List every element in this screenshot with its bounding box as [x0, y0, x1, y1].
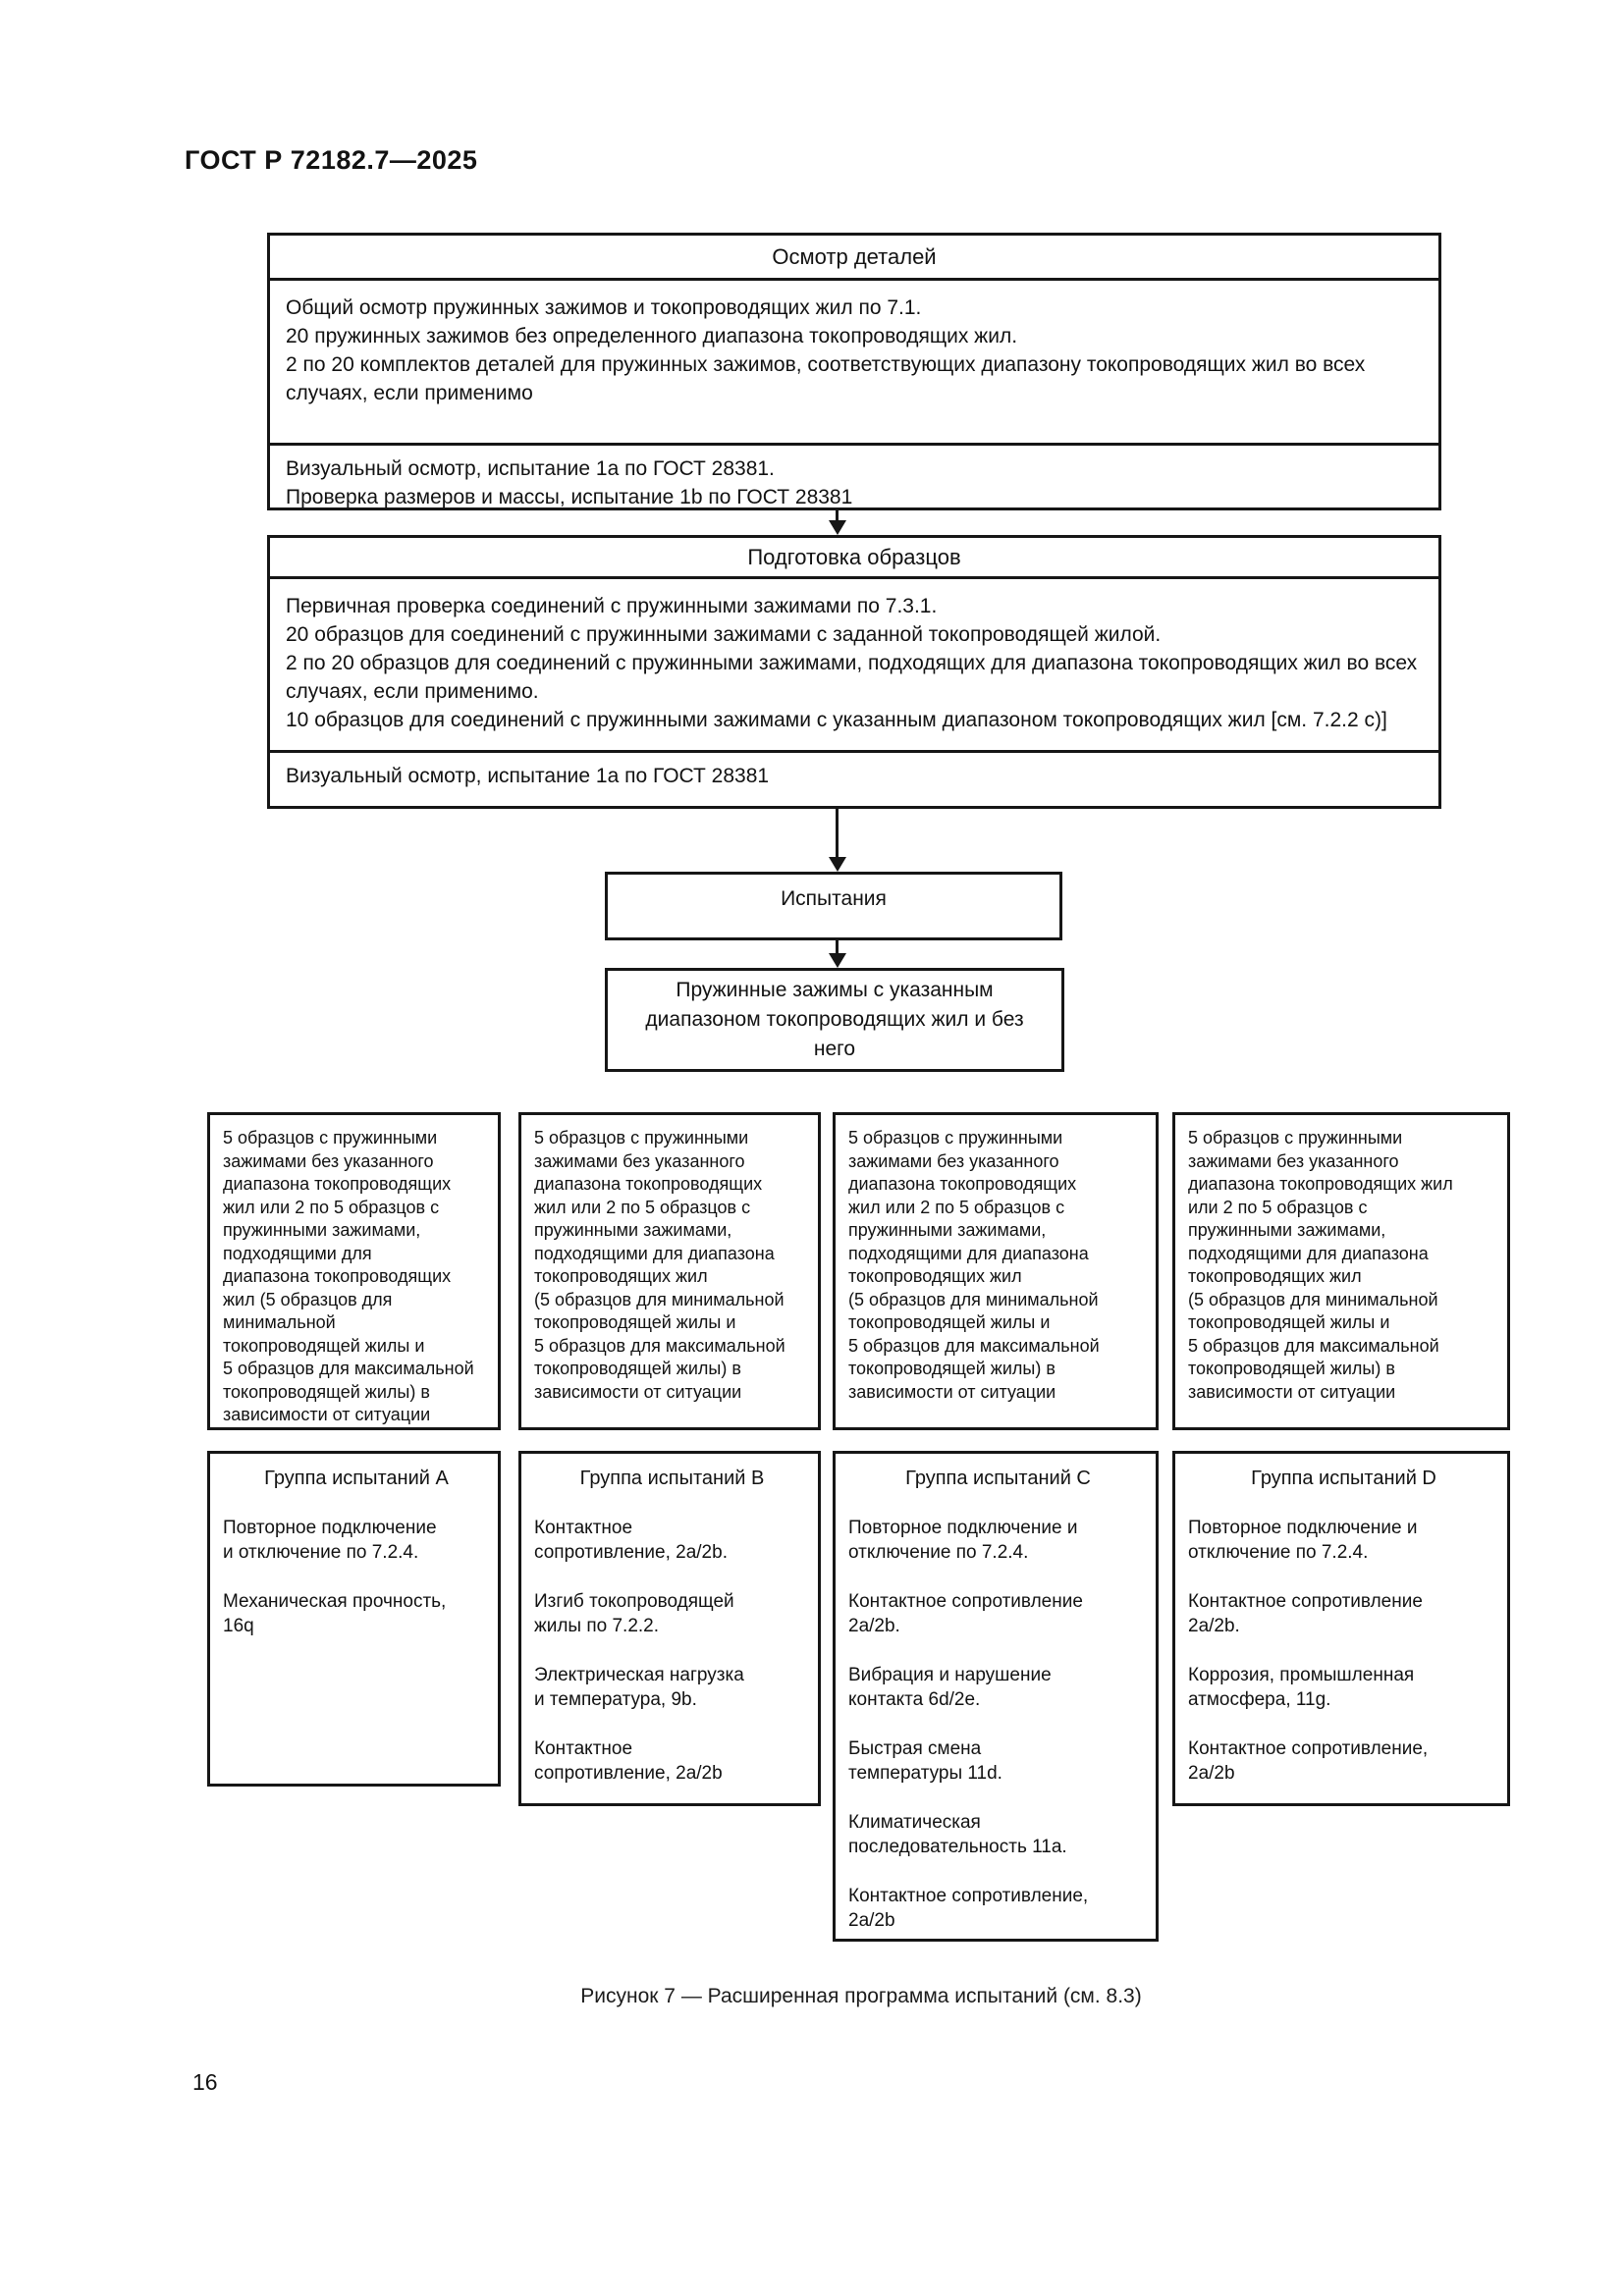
test-item: Коррозия, промышленная атмосфера, 11g.: [1188, 1665, 1415, 1710]
inspection-box: Осмотр деталей Общий осмотр пружинных за…: [267, 233, 1441, 510]
test-group-c-title: Группа испытаний C: [905, 1468, 1091, 1489]
test-group-c-box: Группа испытаний C Повторное подключение…: [833, 1451, 1159, 1942]
inspection-box-title: Осмотр деталей: [270, 236, 1438, 281]
test-item: Изгиб токопроводящей жилы по 7.2.2.: [534, 1591, 734, 1636]
test-item: Повторное подключение и отключение по 7.…: [223, 1518, 437, 1563]
preparation-box-footer: Визуальный осмотр, испытание 1a по ГОСТ …: [286, 765, 770, 787]
test-item: Контактное сопротивление 2a/2b.: [848, 1591, 1083, 1636]
flow-arrow-line: [836, 940, 839, 954]
flow-arrow-line: [836, 510, 839, 521]
preparation-box-title: Подготовка образцов: [270, 538, 1438, 579]
test-item: Механическая прочность, 16q: [223, 1591, 447, 1636]
preparation-box: Подготовка образцов Первичная проверка с…: [267, 535, 1441, 809]
test-group-a-box: Группа испытаний A Повторное подключение…: [207, 1451, 501, 1787]
test-item: Быстрая смена температуры 11d.: [848, 1738, 1002, 1784]
standard-number: ГОСТ Р 72182.7—2025: [185, 145, 478, 175]
test-group-d-box: Группа испытаний D Повторное подключение…: [1172, 1451, 1510, 1806]
test-item: Контактное сопротивление, 2a/2b.: [534, 1518, 728, 1563]
flow-arrow-down-icon: [829, 520, 846, 535]
test-item: Вибрация и нарушение контакта 6d/2e.: [848, 1665, 1052, 1710]
flow-arrow-down-icon: [829, 857, 846, 872]
test-group-b-title: Группа испытаний B: [579, 1468, 765, 1489]
test-item: Контактное сопротивление, 2a/2b: [848, 1886, 1089, 1931]
test-group-d-title: Группа испытаний D: [1251, 1468, 1436, 1489]
preparation-box-body: Первичная проверка соединений с пружинны…: [270, 579, 1438, 753]
inspection-box-body: Общий осмотр пружинных зажимов и токопро…: [270, 281, 1438, 446]
page-number: 16: [192, 2069, 218, 2095]
samples-box-b: 5 образцов с пружинными зажимами без ука…: [518, 1112, 821, 1430]
test-item: Повторное подключение и отключение по 7.…: [1188, 1518, 1418, 1563]
test-item: Контактное сопротивление 2a/2b.: [1188, 1591, 1423, 1636]
test-item: Контактное сопротивление, 2a/2b: [1188, 1738, 1429, 1784]
clamps-box: Пружинные зажимы с указанным диапазоном …: [605, 968, 1064, 1072]
test-item: Повторное подключение и отключение по 7.…: [848, 1518, 1078, 1563]
flow-arrow-line: [836, 809, 839, 858]
flow-arrow-down-icon: [829, 953, 846, 968]
inspection-box-footer: Визуальный осмотр, испытание 1a по ГОСТ …: [286, 457, 853, 507]
tests-box: Испытания: [605, 872, 1062, 940]
samples-box-a: 5 образцов с пружинными зажимами без ука…: [207, 1112, 501, 1430]
figure-caption: Рисунок 7 — Расширенная программа испыта…: [580, 1985, 1142, 2007]
samples-box-d: 5 образцов с пружинными зажимами без ука…: [1172, 1112, 1510, 1430]
test-item: Климатическая последовательность 11a.: [848, 1812, 1067, 1857]
test-item: Электрическая нагрузка и температура, 9b…: [534, 1665, 744, 1710]
test-group-b-box: Группа испытаний B Контактное сопротивле…: [518, 1451, 821, 1806]
test-group-a-title: Группа испытаний A: [264, 1468, 449, 1489]
test-item: Контактное сопротивление, 2a/2b: [534, 1738, 723, 1784]
samples-box-c: 5 образцов с пружинными зажимами без ука…: [833, 1112, 1159, 1430]
